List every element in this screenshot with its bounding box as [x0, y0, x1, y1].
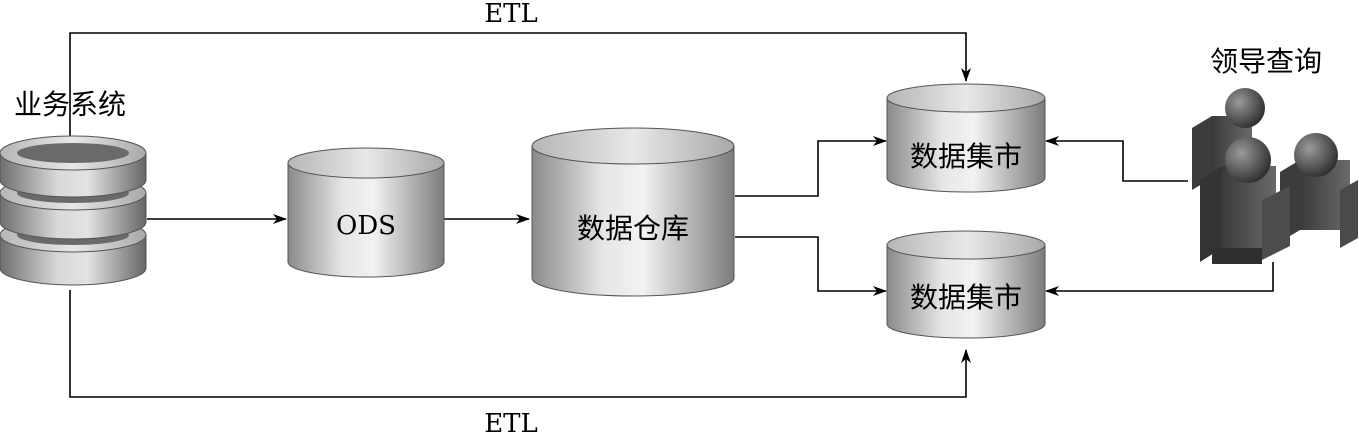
data-warehouse-cylinder — [531, 127, 735, 297]
connectors — [69, 32, 1274, 398]
source-system-database-icon — [0, 135, 147, 286]
etl-bottom-label: ETL — [484, 409, 538, 435]
query-to-bottom-mart-arrow — [1045, 262, 1274, 296]
query-to-top-mart-arrow — [1045, 136, 1188, 182]
source-system-label: 业务系统 — [14, 88, 126, 121]
users-group-icon — [1192, 88, 1358, 264]
ods-label: ODS — [336, 211, 396, 241]
user-icon — [1200, 137, 1290, 264]
etl-top-arrow — [69, 32, 971, 137]
data-mart-top-cylinder — [886, 83, 1046, 193]
data-mart-top-label: 数据集市 — [910, 140, 1022, 173]
etl-bottom-arrow — [69, 290, 971, 398]
data-mart-bottom-cylinder — [886, 230, 1046, 339]
ods-cylinder — [287, 147, 445, 278]
user-icon — [1280, 133, 1358, 248]
leadership-query-label: 领导查询 — [1210, 45, 1322, 78]
warehouse-to-bottom-mart-arrow — [735, 236, 887, 296]
data-warehouse-label: 数据仓库 — [577, 212, 689, 245]
etl-top-label: ETL — [484, 0, 538, 29]
warehouse-to-top-mart-arrow — [735, 136, 887, 197]
data-mart-bottom-label: 数据集市 — [910, 281, 1022, 314]
